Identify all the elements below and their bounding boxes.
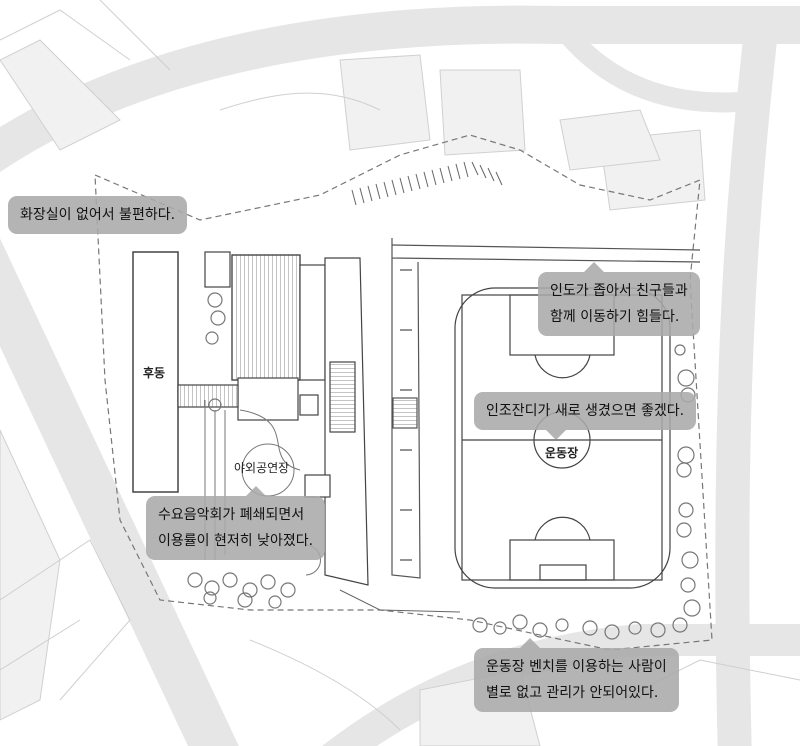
comment-bench: 운동장 벤치를 이용하는 사람이 별로 없고 관리가 안되어있다. bbox=[474, 638, 679, 712]
connecting-bridge bbox=[177, 384, 239, 408]
stepped-seating bbox=[351, 161, 503, 206]
field-corridor bbox=[391, 238, 701, 579]
comment-line: 이용률이 현저히 낮아졌다. bbox=[158, 533, 314, 549]
context-lines bbox=[0, 0, 800, 731]
site-boundary bbox=[94, 134, 713, 651]
road-curve-north bbox=[0, 5, 800, 173]
comment-sidewalk: 인도가 좁아서 친구들과 함께 이동하기 힘들다. bbox=[538, 262, 700, 336]
comment-line: 함께 이동하기 힘들다. bbox=[550, 309, 680, 325]
road-southwest bbox=[0, 238, 239, 746]
comment-line: 운동장 벤치를 이용하는 사람이 bbox=[486, 659, 667, 675]
comment-line: 인조잔디가 새로 생겼으면 좋겠다. bbox=[486, 403, 685, 419]
roads bbox=[0, 5, 800, 746]
outdoor-stage-label: 야외공연장 bbox=[234, 461, 290, 475]
comment-line: 수요음악회가 폐쇄되면서 bbox=[158, 507, 305, 523]
comment-line: 화장실이 없어서 불편하다. bbox=[20, 207, 176, 223]
comment-line: 인도가 좁아서 친구들과 bbox=[550, 283, 688, 299]
comment-turf: 인조잔디가 새로 생겼으면 좋겠다. bbox=[474, 392, 697, 440]
comment-line: 별로 없고 관리가 안되어있다. bbox=[486, 685, 659, 701]
road-northeast bbox=[550, 15, 770, 113]
comment-restroom: 화장실이 없어서 불편하다. bbox=[8, 196, 188, 234]
stair-block bbox=[329, 361, 356, 433]
rear-building-label: 후동 bbox=[143, 366, 166, 380]
footpath bbox=[339, 589, 461, 613]
rear-building bbox=[132, 251, 179, 493]
comment-stage: 수요음악회가 폐쇄되면서 이용률이 현저히 낮아졌다. bbox=[146, 486, 326, 560]
urban-context bbox=[0, 39, 706, 746]
sports-field-label: 운동장 bbox=[545, 446, 579, 460]
